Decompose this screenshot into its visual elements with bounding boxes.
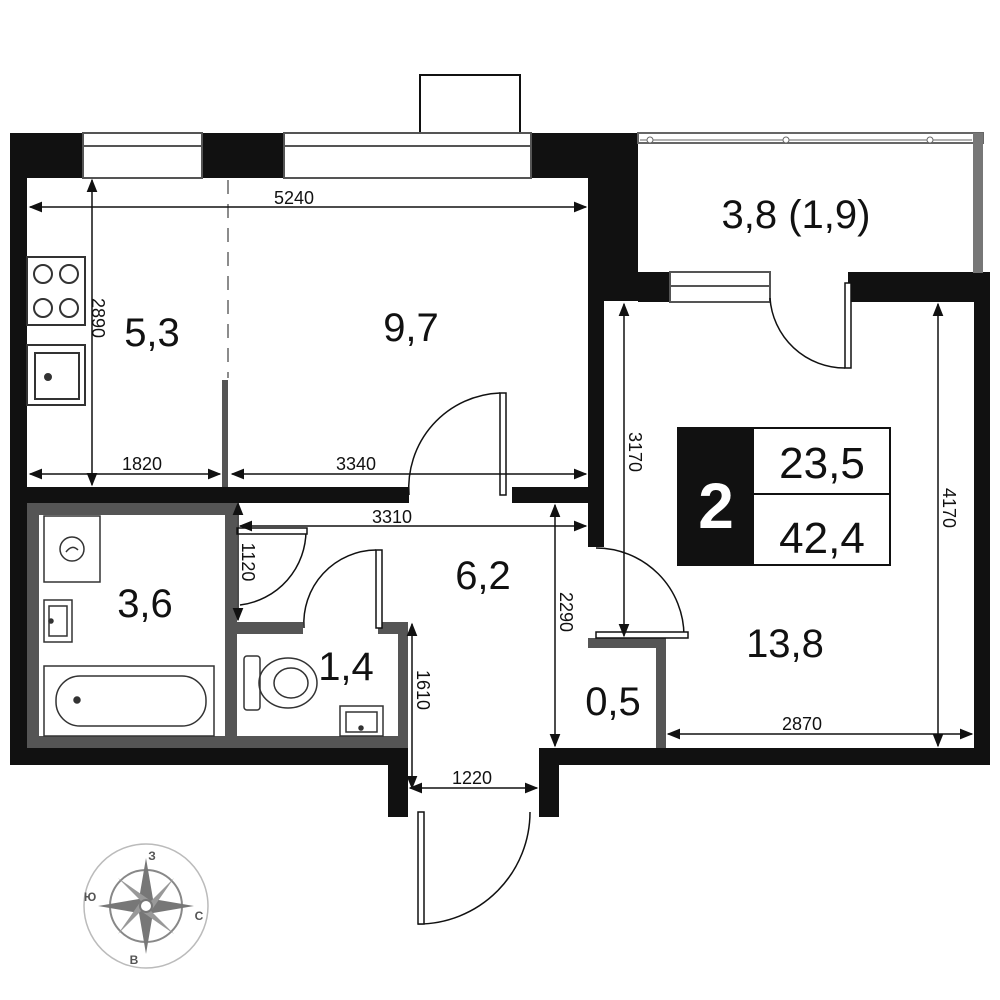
wc-sink-icon	[339, 705, 384, 737]
exterior-walls	[10, 133, 990, 817]
partitions	[27, 380, 666, 748]
door-entrance-leaf	[417, 811, 425, 925]
partition-wc-right	[398, 622, 408, 748]
compass-rose-icon: З В С Ю	[83, 843, 209, 969]
partition-bath-top	[27, 503, 225, 515]
windows	[82, 132, 771, 303]
wall-pillar	[588, 133, 638, 301]
rooms-count-box	[678, 428, 754, 565]
door-wc-arc	[303, 549, 377, 629]
window-living	[283, 132, 532, 179]
area-living: 9,7	[383, 306, 439, 350]
door-balcony-arc	[769, 297, 846, 369]
dim-1120: 1120	[238, 543, 258, 582]
partition-bath-bottom	[27, 736, 408, 748]
partition-closet-right	[656, 638, 666, 748]
wall-bottom-left	[10, 748, 408, 765]
dim-1820: 1820	[122, 454, 162, 474]
partition-bath-left	[27, 503, 39, 748]
door-entrance-arc	[417, 811, 531, 925]
wall-entrance-left	[388, 765, 408, 817]
doors	[236, 282, 852, 925]
door-bedroom-arc	[595, 547, 685, 637]
wall-bottom-right	[539, 748, 990, 765]
bathtub-icon	[43, 665, 215, 737]
door-living-leaf	[499, 392, 507, 496]
wall-top-mid	[202, 133, 284, 178]
bath-sink-icon	[43, 599, 73, 643]
area-hall: 6,2	[455, 554, 511, 598]
ventilation-box	[419, 74, 521, 134]
area-closet: 0,5	[585, 680, 641, 724]
door-bedroom-leaf	[595, 631, 689, 639]
washing-machine-icon	[43, 515, 101, 583]
compass-east: С	[195, 909, 204, 923]
compass-south: В	[130, 953, 139, 967]
dim-2290: 2290	[556, 592, 576, 632]
wall-left	[10, 133, 27, 765]
area-bedroom: 13,8	[746, 622, 824, 666]
total-area: 42,4	[779, 514, 865, 563]
wall-kitchen-bottom	[27, 487, 409, 503]
door-bath-arc	[239, 529, 307, 606]
kitchen-sink-icon	[26, 344, 86, 406]
dim-1220: 1220	[452, 768, 492, 788]
rooms-count: 2	[698, 470, 734, 542]
dim-4170: 4170	[939, 488, 959, 528]
partition-wc-top-a	[225, 622, 303, 634]
living-area: 23,5	[779, 439, 865, 488]
wall-bedroom-left	[588, 301, 604, 547]
area-bathroom: 3,6	[117, 582, 173, 626]
toilet-icon	[243, 655, 318, 711]
stove-icon	[26, 256, 86, 326]
wall-right	[974, 272, 990, 765]
wall-bedroom-top-a	[638, 272, 670, 302]
dim-2870: 2870	[782, 714, 822, 734]
compass-west: Ю	[84, 890, 96, 904]
dim-2890: 2890	[88, 298, 108, 338]
dim-3310: 3310	[372, 507, 412, 527]
dim-3340: 3340	[336, 454, 376, 474]
door-balcony-leaf	[844, 282, 852, 369]
summary-badge: 2 23,5 42,4	[677, 427, 891, 566]
partition-closet-top	[588, 638, 663, 648]
dim-3170: 3170	[625, 432, 645, 472]
area-wc: 1,4	[318, 645, 374, 689]
wall-bedroom-top-b	[848, 272, 990, 302]
door-wc-leaf	[375, 549, 383, 629]
compass-north: З	[148, 849, 156, 863]
balcony	[637, 132, 984, 273]
area-balcony: 3,8 (1,9)	[722, 193, 871, 237]
door-bath-leaf	[236, 527, 308, 535]
wall-living-bottom	[512, 487, 588, 503]
dimension-lines	[28, 178, 974, 794]
window-kitchen	[82, 132, 203, 179]
door-living-arc	[407, 392, 501, 496]
dim-5240: 5240	[274, 188, 314, 208]
dim-1610: 1610	[413, 670, 433, 710]
partition-kitchen-living	[222, 380, 228, 487]
area-kitchen: 5,3	[124, 311, 180, 355]
wall-entrance-right	[539, 765, 559, 817]
